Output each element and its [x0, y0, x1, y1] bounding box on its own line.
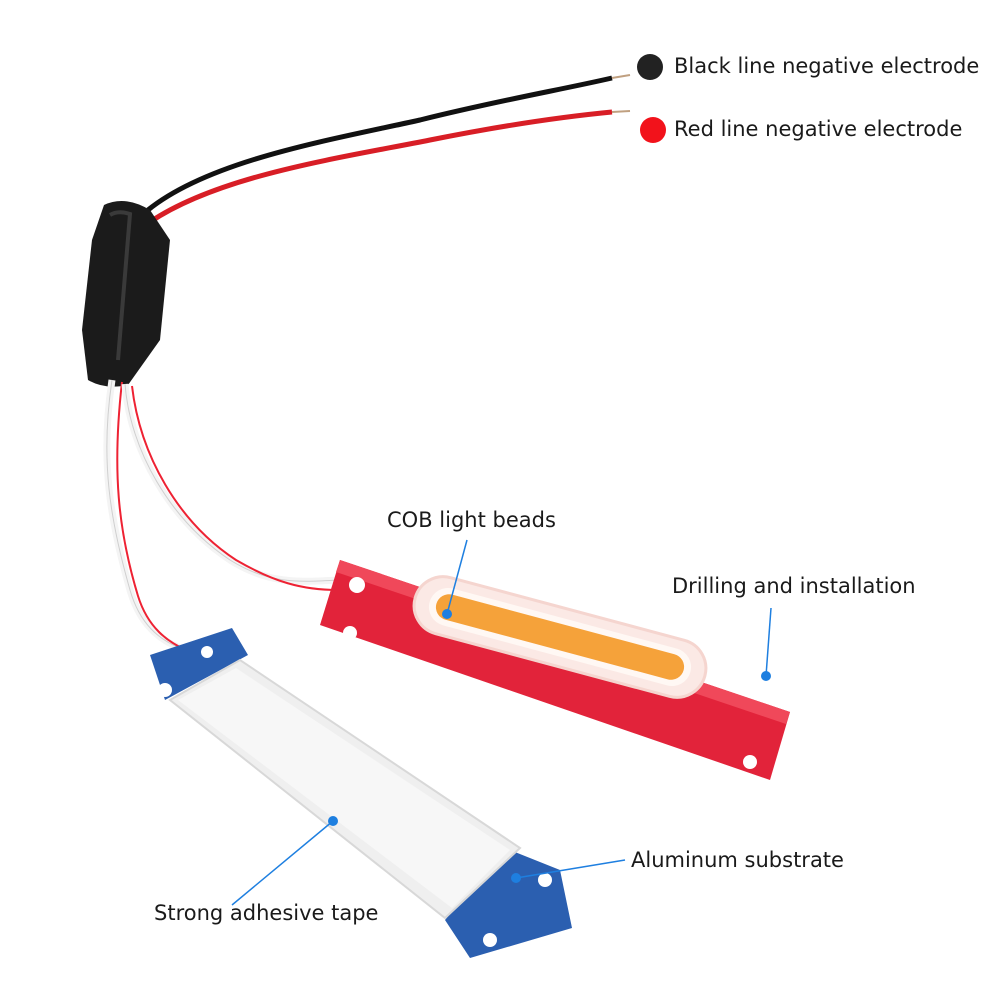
cable-pair: [146, 74, 631, 225]
adhesive-tape: [168, 658, 522, 920]
callout-aluminum-substrate: Aluminum substrate: [631, 848, 844, 872]
callout-lines: [231, 539, 772, 906]
module-wires: [103, 379, 341, 652]
legend-label-black: Black line negative electrode: [674, 54, 980, 78]
blue-module: [150, 628, 572, 958]
legend-dot-red: [640, 117, 666, 143]
cob-lens: [412, 575, 708, 699]
callout-drilling-installation: Drilling and installation: [672, 574, 916, 598]
legend-dot-black: [637, 54, 663, 80]
controller-tube: [82, 201, 170, 387]
red-cob-module: [320, 560, 790, 780]
legend-label-red: Red line negative electrode: [674, 117, 963, 141]
callout-strong-adhesive-tape: Strong adhesive tape: [154, 901, 379, 925]
callout-cob-light-beads: COB light beads: [387, 508, 556, 532]
